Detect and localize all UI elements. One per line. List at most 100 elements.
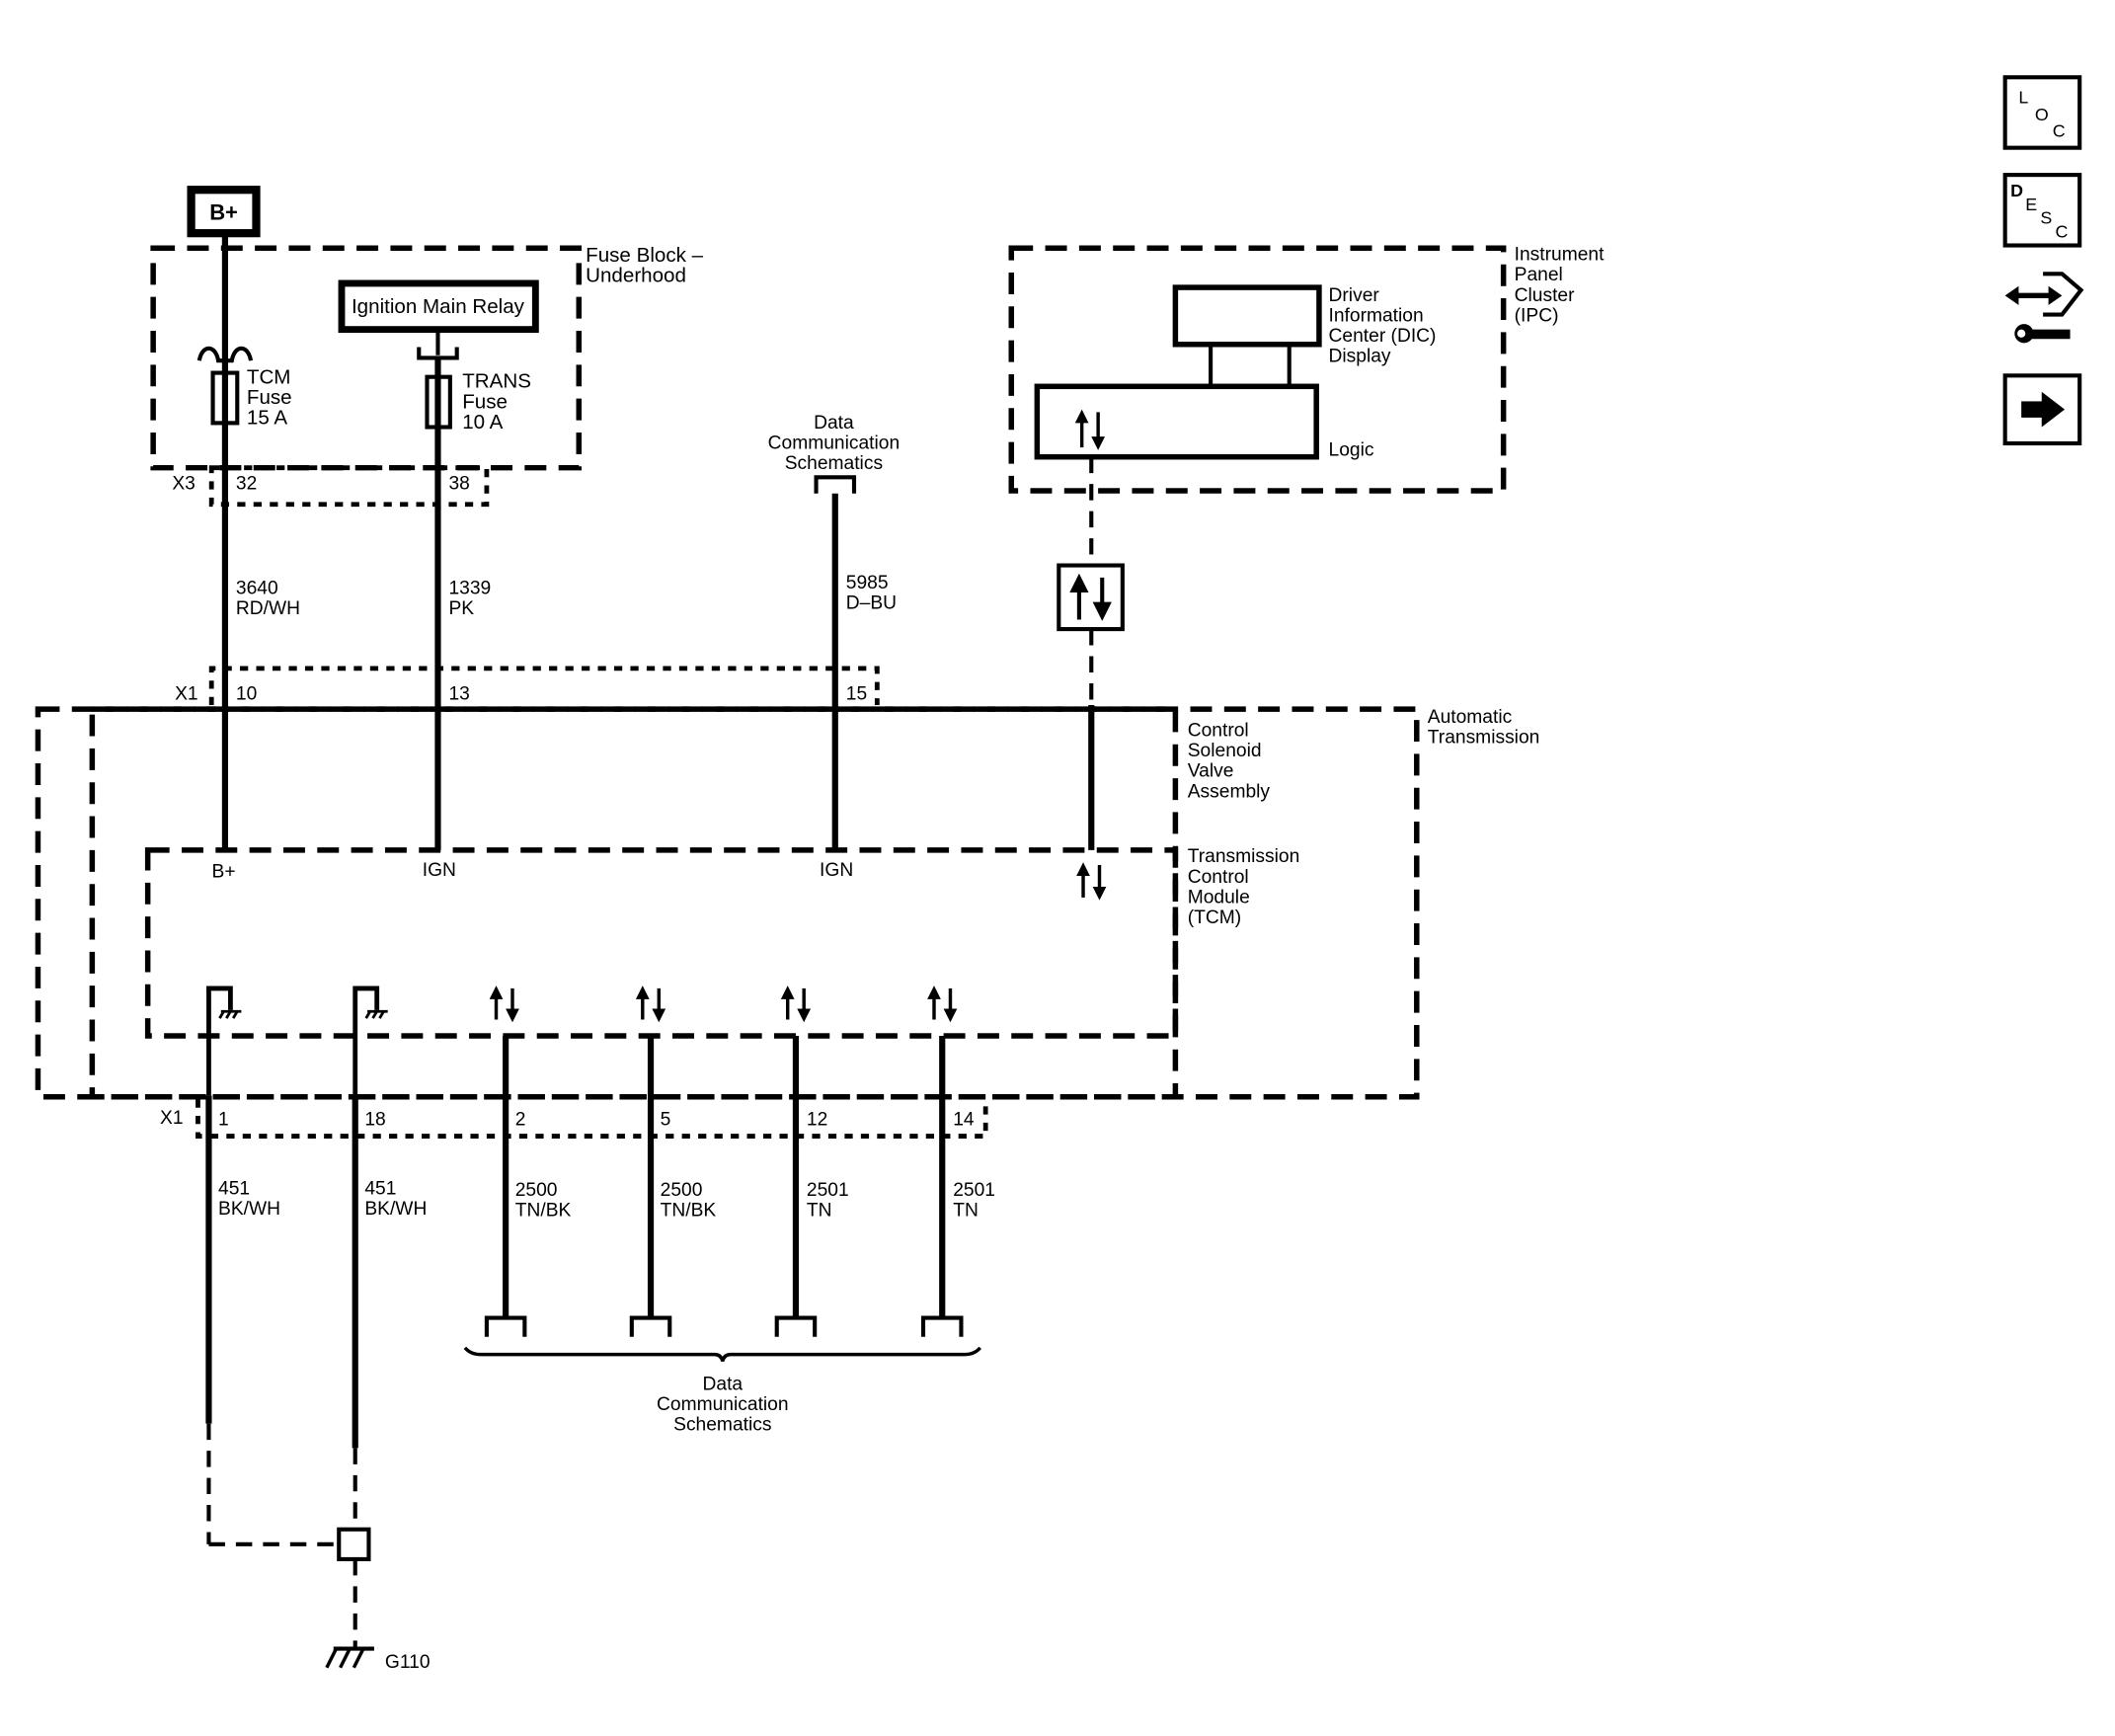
svg-text:C: C <box>2053 121 2066 141</box>
wire-5985-color: D–BU <box>846 592 897 613</box>
dic-label-1: Driver <box>1329 285 1380 306</box>
data-comm-bottom-2: Communication <box>657 1394 789 1415</box>
fuse-block-title-2: Underhood <box>586 265 686 287</box>
wire-3640-circuit: 3640 <box>236 578 278 598</box>
wire-2500-a-circuit: 2500 <box>515 1180 558 1201</box>
x1-top-pin-10: 10 <box>236 683 257 704</box>
solenoid-boundary <box>89 706 1179 1100</box>
solenoid-label-4: Assembly <box>1188 781 1271 802</box>
wire-2500-b-color: TN/BK <box>661 1201 717 1222</box>
x3-label: X3 <box>172 474 196 495</box>
connector-button[interactable] <box>2004 272 2084 344</box>
data-comm-link-bottom[interactable]: Data Communication Schematics <box>463 1315 982 1436</box>
ground-label: G110 <box>385 1652 431 1673</box>
data-comm-bottom-3: Schematics <box>673 1415 771 1436</box>
connector-wrench-icon <box>2004 272 2084 344</box>
x1-bottom-label: X1 <box>160 1108 184 1129</box>
tcm-serial-arrow-icon <box>1076 862 1107 901</box>
x1-bottom-pin-12: 12 <box>807 1110 827 1131</box>
svg-text:E: E <box>2025 195 2037 214</box>
dic-display <box>1172 284 1322 348</box>
tcm-term-ign-2: IGN <box>820 860 853 881</box>
tcm-boundary <box>144 847 1179 1039</box>
wire-2501-b-color: TN <box>953 1201 979 1222</box>
wire-2500-b-circuit: 2500 <box>661 1180 703 1201</box>
logic-label: Logic <box>1329 439 1374 460</box>
wire-451-a-circuit: 451 <box>218 1179 250 1200</box>
data-comm-top-1: Data <box>814 413 854 434</box>
dic-label-4: Display <box>1329 347 1391 367</box>
x1-top-connector: X1 10 13 15 <box>175 666 880 705</box>
tcm-fuse-label-1: TCM <box>247 366 291 389</box>
wire-451-b-circuit: 451 <box>364 1179 396 1200</box>
desc-button[interactable]: D E S C <box>2002 173 2082 248</box>
x1-bottom-connector: X1 1 18 2 5 12 14 <box>160 1099 988 1139</box>
dic-label-3: Center (DIC) <box>1329 326 1437 347</box>
x1-bottom-pin-1: 1 <box>218 1110 229 1131</box>
can-arrow-icon <box>927 986 958 1023</box>
ipc-title-1: Instrument <box>1515 245 1605 266</box>
auto-trans-label-1: Automatic <box>1428 707 1513 728</box>
data-comm-link-top[interactable]: Data Communication Schematics <box>768 413 901 494</box>
wire-2500-a-color: TN/BK <box>515 1201 572 1222</box>
solenoid-label-3: Valve <box>1188 761 1234 782</box>
can-arrow-icon <box>489 986 519 1023</box>
ground-g110-icon <box>325 1646 374 1669</box>
automatic-transmission: Automatic Transmission Control Solenoid … <box>35 706 1540 1100</box>
wire-1339-circuit: 1339 <box>448 578 491 598</box>
loc-icon <box>2002 75 2082 150</box>
desc-icon <box>2002 173 2082 248</box>
tcm-ground-icon <box>206 986 242 1096</box>
x1-bottom-pin-2: 2 <box>515 1110 526 1131</box>
solenoid-label-1: Control <box>1188 721 1249 742</box>
wire-451-a-color: BK/WH <box>218 1199 280 1220</box>
wire-451-b-color: BK/WH <box>364 1199 427 1220</box>
tcm-term-ign-1: IGN <box>423 860 456 881</box>
fuse-block-title-1: Fuse Block – <box>586 244 704 267</box>
svg-text:S: S <box>2040 208 2052 228</box>
svg-text:D: D <box>2010 181 2023 200</box>
x1-bottom-pin-14: 14 <box>953 1110 975 1131</box>
svg-text:L: L <box>2018 87 2028 107</box>
x1-top-pin-15: 15 <box>846 683 867 704</box>
next-button[interactable] <box>2002 373 2082 446</box>
tcm-fuse-label-3: 15 A <box>247 407 287 430</box>
ipc-boundary <box>1008 245 1507 494</box>
loc-button[interactable]: L O C <box>2002 75 2082 150</box>
bidirectional-arrow-icon <box>1074 409 1105 450</box>
data-comm-top-2: Communication <box>768 433 901 453</box>
x3-pin-38: 38 <box>448 474 469 495</box>
tcm-label-3: Module <box>1188 887 1250 907</box>
tcm-term-bplus: B+ <box>212 861 236 882</box>
trans-fuse-label-3: 10 A <box>462 411 503 434</box>
x1-top-label: X1 <box>175 683 198 704</box>
wire-5985-circuit: 5985 <box>846 573 889 593</box>
ipc-title-2: Panel <box>1515 265 1563 285</box>
trans-fuse-label-1: TRANS <box>462 370 531 393</box>
tcm-label-2: Control <box>1188 867 1249 888</box>
ground-splice <box>337 1527 371 1562</box>
can-arrow-icon <box>780 986 812 1023</box>
solenoid-label-2: Solenoid <box>1188 741 1262 761</box>
relay-label: Ignition Main Relay <box>352 295 525 318</box>
svg-text:O: O <box>2035 105 2049 124</box>
can-arrow-icon <box>635 986 666 1023</box>
fuse-block: Fuse Block – Underhood Ignition Main Rel… <box>150 244 704 508</box>
next-arrow-icon <box>2021 391 2066 428</box>
wire-3640-color: RD/WH <box>236 598 300 619</box>
auto-trans-label-2: Transmission <box>1428 727 1540 748</box>
wire-2501-b-circuit: 2501 <box>953 1180 995 1201</box>
brace <box>463 1346 982 1362</box>
bplus-source: B+ <box>187 186 261 238</box>
ipc-title-3: Cluster <box>1515 285 1575 306</box>
x3-pin-32: 32 <box>236 474 257 495</box>
dic-label-2: Information <box>1329 305 1424 326</box>
data-comm-bottom-1: Data <box>703 1374 744 1394</box>
tcm-label-1: Transmission <box>1188 846 1300 867</box>
bplus-label: B+ <box>209 199 238 224</box>
serial-data-box <box>1057 563 1125 632</box>
tcm-fuse-label-2: Fuse <box>247 386 292 409</box>
ipc: Instrument Panel Cluster (IPC) Driver In… <box>1008 245 1605 494</box>
x3-connector <box>208 465 490 508</box>
